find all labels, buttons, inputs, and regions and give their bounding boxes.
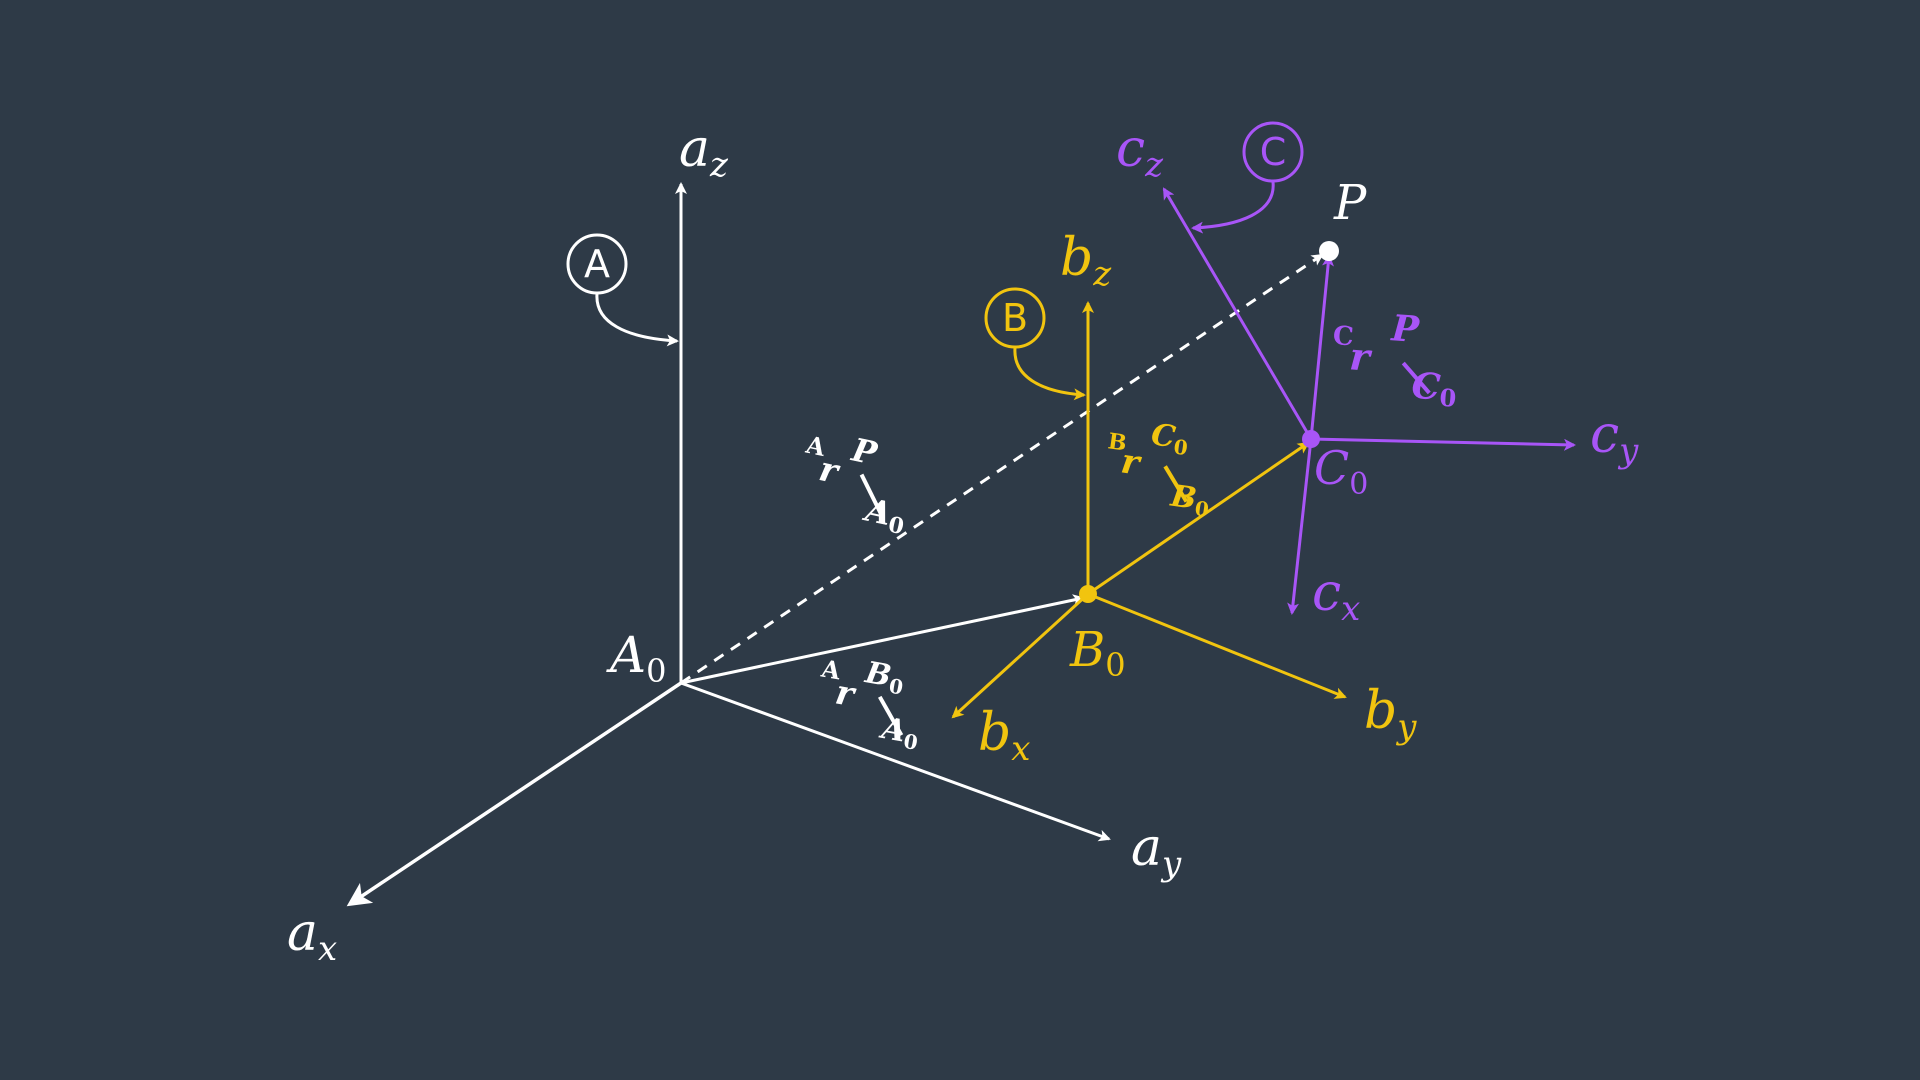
frame-a-axis-y [680, 681, 1111, 842]
vector-a-r-b0-a0 [680, 594, 1085, 685]
frame-b: bz by bx B0 B [951, 228, 1417, 769]
vector-b-r-c0-b0 [1087, 441, 1310, 596]
frame-a-badge-circle [566, 233, 628, 295]
frame-a-badge-pointer [595, 293, 679, 347]
label-c-r-p-c0-slash [1401, 361, 1431, 395]
frame-b-axis-x [951, 592, 1090, 719]
frame-b-badge: B [984, 287, 1086, 401]
frame-b-badge-circle [984, 287, 1046, 349]
label-b-r-c0-b0: B r C0 B0 [1106, 417, 1212, 521]
label-b-r-c0-b0-top: C0 [1149, 417, 1192, 460]
label-a-r-b0-a0: A r B0 A0 [818, 653, 922, 755]
frame-b-axis-x-label: bx [978, 703, 1030, 769]
frame-a-origin-label: A0 [606, 626, 666, 690]
label-c-r-p-c0-pre: C [1332, 321, 1355, 352]
label-a-r-b0-a0-slash [878, 695, 904, 737]
frame-b-origin-label: B0 [1069, 622, 1126, 684]
frame-c-axis-x [1287, 438, 1313, 615]
frame-a-axis-y-label: ay [1131, 818, 1182, 884]
label-a-r-p-a0-slash [859, 473, 885, 519]
label-a-r-p-a0-bot: A0 [859, 490, 910, 540]
frame-a-badge-letter: A [584, 242, 610, 286]
frame-c-origin-label: C0 [1314, 441, 1368, 502]
frame-c-badge: C [1191, 121, 1304, 234]
frame-a-axis-x-label: ax [287, 903, 337, 969]
label-a-r-b0-a0-top: B0 [861, 655, 907, 699]
frame-b-axis-y [1087, 592, 1347, 699]
frame-b-axis-z-label: bz [1060, 228, 1112, 294]
label-c-r-p-c0-bot: C0 [1410, 365, 1458, 413]
frame-a-badge: A [566, 233, 679, 347]
frame-b-axis-y-label: by [1364, 681, 1417, 747]
frame-b-badge-letter: B [1002, 296, 1028, 340]
label-c-r-p-c0: C r P C0 [1332, 307, 1458, 413]
frame-c: cz cy cx C0 C [1116, 119, 1639, 629]
point-p-label: P [1333, 175, 1367, 231]
frame-c-badge-circle [1242, 121, 1304, 183]
frame-c-axis-x-label: cx [1312, 563, 1360, 629]
frame-a-axis-z-label: az [679, 119, 729, 185]
label-b-r-c0-b0-pre: B [1106, 428, 1128, 456]
label-c-r-p-c0-top: P [1389, 307, 1421, 351]
point-p [1319, 241, 1339, 261]
frame-b-badge-pointer [1013, 347, 1086, 401]
frame-c-axis-z [1162, 187, 1313, 440]
frame-a: az ay ax A0 A [287, 119, 1182, 969]
label-b-r-c0-b0-r: r [1119, 441, 1144, 483]
frame-c-badge-letter: C [1260, 130, 1287, 174]
frame-c-badge-pointer [1191, 181, 1275, 234]
frame-a-axis-x [346, 681, 682, 907]
vector-a-r-p-a0 [680, 253, 1324, 685]
label-b-r-c0-b0-bot: B0 [1167, 478, 1212, 521]
label-b-r-c0-b0-slash [1163, 465, 1189, 503]
label-a-r-p-a0: A r P A0 [803, 430, 910, 541]
frame-c-axis-y [1310, 437, 1576, 451]
frame-c-axis-y-label: cy [1590, 405, 1639, 471]
label-c-r-p-c0-r: r [1348, 333, 1374, 379]
vector-c-r-p-c0 [1309, 254, 1334, 440]
label-a-r-p-a0-top: P [848, 430, 881, 473]
frame-c-axis-z-label: cz [1116, 119, 1164, 185]
label-a-r-b0-a0-bot: A0 [876, 710, 922, 754]
